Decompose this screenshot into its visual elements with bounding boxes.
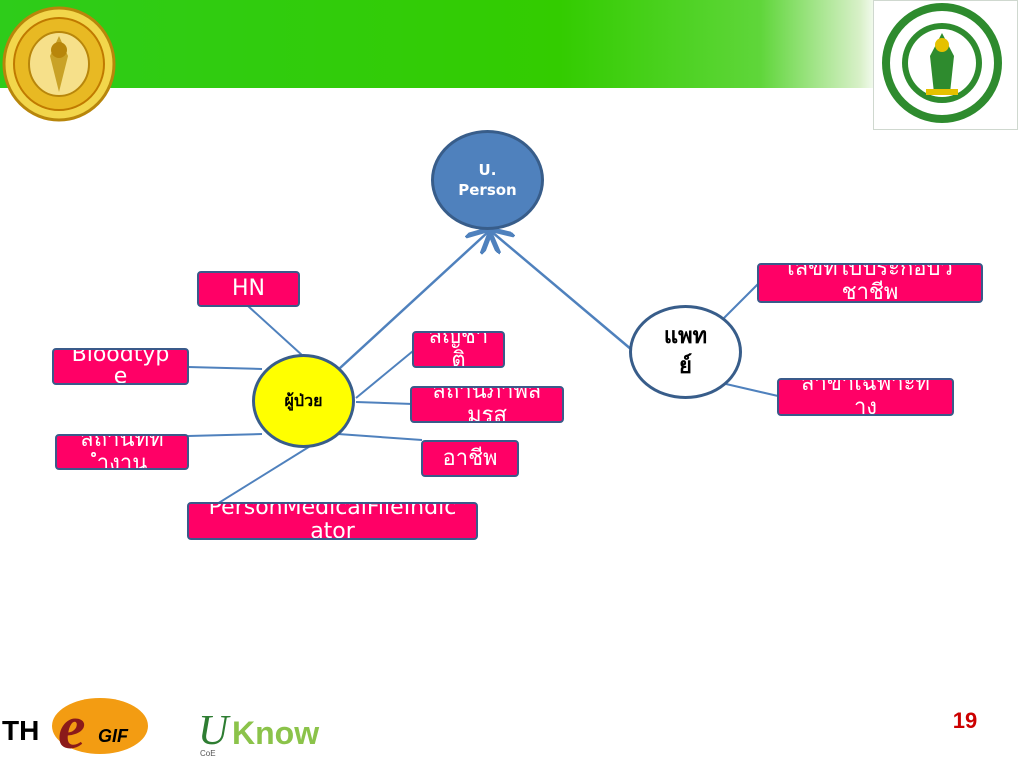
edge-marital <box>355 401 414 405</box>
the-egif-logo-icon: TH e GIF <box>0 690 160 762</box>
occupation-label: อาชีพ <box>442 446 498 471</box>
uknow-logo-icon: U Know CoE <box>196 700 326 762</box>
workplace-box: สถานที่ทำงาน <box>55 434 189 470</box>
university-seal-icon <box>2 6 116 122</box>
edge-nationality <box>355 350 414 399</box>
uknow-u: U <box>198 708 231 754</box>
edge-doctor-person <box>492 232 633 351</box>
marital-status-box: สถานภาพสมรส <box>410 386 564 423</box>
edge-specialty <box>725 383 779 397</box>
hn-label: HN <box>232 276 265 301</box>
edge-patient-person <box>339 232 488 369</box>
gif-text: GIF <box>98 726 129 746</box>
nationality-label: สัญชาติ <box>428 331 489 368</box>
medical-file-label: PersonMedicalFileIndicator <box>208 502 457 540</box>
workplace-label: สถานที่ทำงาน <box>80 434 164 470</box>
edge-workplace <box>187 433 263 437</box>
u-person-node: U. Person <box>431 130 544 230</box>
occupation-box: อาชีพ <box>421 440 519 477</box>
u-person-label: U. Person <box>458 161 517 199</box>
patient-node: ผู้ป่วย <box>252 354 355 448</box>
license-box: เลขที่ใบประกอบวิชาชีพ <box>757 263 983 303</box>
license-label: เลขที่ใบประกอบวิชาชีพ <box>787 263 953 303</box>
edge-bloodtype <box>187 366 263 370</box>
doctor-label: แพทย์ <box>663 324 708 379</box>
bloodtype-label: Bloodtype <box>71 348 170 385</box>
ministry-ict-logo-icon <box>873 0 1018 130</box>
the-text: TH <box>2 715 39 746</box>
e-letter: e <box>58 694 86 760</box>
header-band <box>0 0 1024 88</box>
hn-box: HN <box>197 271 300 307</box>
medical-file-box: PersonMedicalFileIndicator <box>187 502 478 540</box>
specialty-label: สาขาเฉพาะทาง <box>801 378 930 416</box>
doctor-node: แพทย์ <box>629 305 742 399</box>
patient-label: ผู้ป่วย <box>284 390 323 410</box>
marital-status-label: สถานภาพสมรส <box>432 386 542 423</box>
uknow-small: CoE <box>200 749 216 758</box>
bloodtype-box: Bloodtype <box>52 348 189 385</box>
edge-occupation <box>337 433 423 441</box>
nationality-box: สัญชาติ <box>412 331 505 368</box>
edge-hn <box>247 305 304 357</box>
page-number: 19 <box>952 708 978 733</box>
uknow-rest: Know <box>232 715 319 751</box>
specialty-box: สาขาเฉพาะทาง <box>777 378 954 416</box>
edge-license <box>723 283 759 319</box>
